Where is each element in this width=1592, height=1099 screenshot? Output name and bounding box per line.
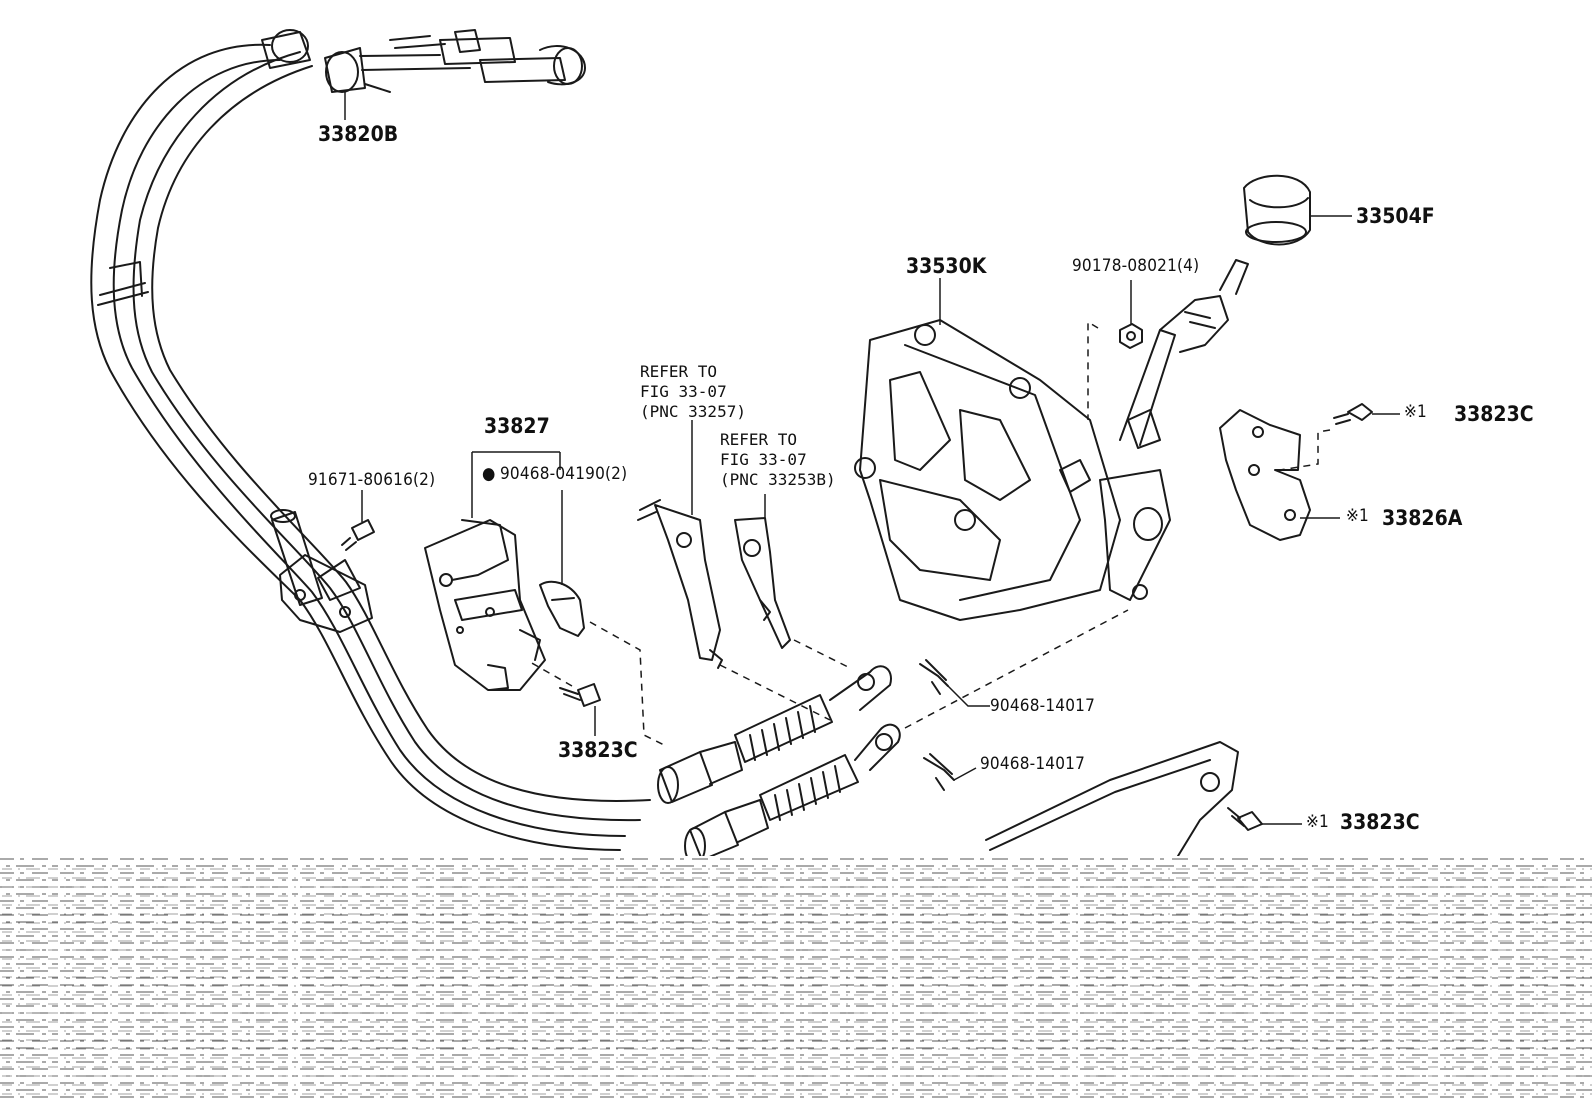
clip-90468-14017-b	[923, 753, 955, 791]
refer-note-33253b: REFER TO FIG 33-07 (PNC 33253B)	[720, 430, 836, 490]
console-panel	[985, 741, 1239, 857]
bracket-33827	[424, 519, 546, 691]
bracket-33826a	[1219, 409, 1311, 541]
clip-90468-04190	[539, 580, 585, 637]
refer-note-33253b-line1: REFER TO	[720, 430, 798, 449]
label-33827: 33827	[484, 414, 550, 438]
kome-mark-top: ※1	[1404, 402, 1427, 422]
dot-mark: ●	[482, 464, 496, 484]
cropped-lower-area	[0, 856, 1592, 1099]
knob-33504f	[1243, 174, 1311, 246]
label-33823c-bottom: 33823C	[1340, 810, 1420, 834]
shift-cable-assembly	[90, 29, 901, 865]
refer-note-33257-line3: (PNC 33257)	[640, 402, 746, 421]
refer-note-33257-line1: REFER TO	[640, 362, 718, 381]
label-33823c-mid: 33823C	[558, 738, 638, 762]
refer-note-33257-line2: FIG 33-07	[640, 382, 727, 401]
refer-note-33253b-line3: (PNC 33253B)	[720, 470, 836, 489]
label-33530k: 33530K	[906, 254, 987, 278]
bolt-33823c-mid	[559, 683, 601, 707]
refer-note-33253b-line2: FIG 33-07	[720, 450, 807, 469]
housing-33530k	[854, 319, 1171, 621]
label-90468-14017-a: 90468-14017	[990, 696, 1096, 716]
label-91671-80616: 91671-80616(2)	[308, 470, 436, 490]
lever-33253b	[734, 517, 791, 649]
shift-lever-rod	[1119, 259, 1249, 449]
scan-noise	[0, 856, 1592, 1099]
lever-33257	[637, 499, 723, 669]
label-33823c-top: 33823C	[1454, 402, 1534, 426]
kome-mark-bottom: ※1	[1306, 812, 1329, 832]
refer-note-33257: REFER TO FIG 33-07 (PNC 33257)	[640, 362, 746, 422]
bolt-33823c-bottom	[1227, 807, 1263, 831]
clip-90468-14017-a	[919, 659, 949, 695]
nut-90178	[1119, 323, 1143, 349]
label-90178-08021: 90178-08021(4)	[1072, 256, 1200, 276]
label-90468-04190: 90468-04190(2)	[500, 464, 628, 484]
label-33820b: 33820B	[318, 122, 399, 146]
label-33826a: 33826A	[1382, 506, 1463, 530]
leader-lines	[344, 90, 1400, 825]
bolt-33823c-top	[1333, 403, 1373, 425]
label-90468-14017-b: 90468-14017	[980, 754, 1086, 774]
kome-mark-33826a: ※1	[1346, 506, 1369, 526]
dashed-lines	[529, 320, 1331, 747]
label-33504f: 33504F	[1356, 204, 1435, 228]
bolt-91671	[341, 519, 375, 551]
